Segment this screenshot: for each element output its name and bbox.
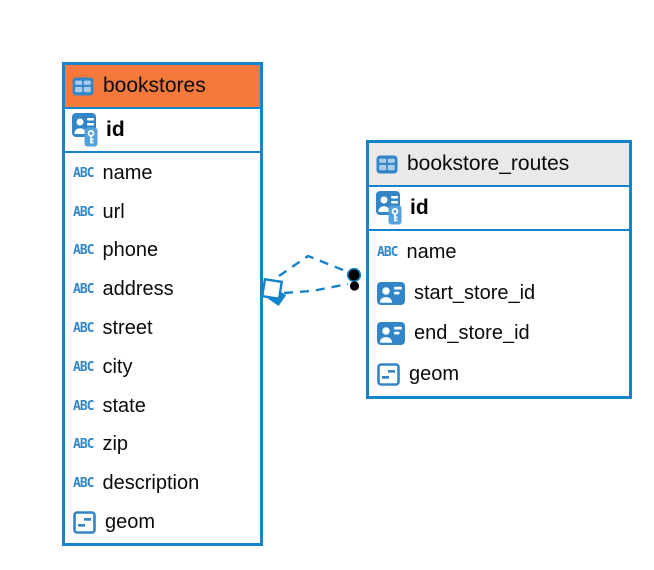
text-type-icon: ABC <box>73 437 95 453</box>
column-name: url <box>102 200 125 223</box>
column-row-start-store-id[interactable]: start_store_id <box>369 273 629 314</box>
column-name: name <box>102 161 153 184</box>
reference-type-icon <box>377 322 405 346</box>
text-type-icon: ABC <box>73 398 95 415</box>
text-type-icon: ABC <box>73 320 95 337</box>
relationship-target-marker[interactable] <box>346 267 362 291</box>
column-name: geom <box>105 511 156 534</box>
table-title: bookstore_routes <box>407 152 570 175</box>
column-name: name <box>406 240 457 263</box>
column-row-phone[interactable]: ABC phone <box>65 232 260 271</box>
table-icon <box>72 77 94 96</box>
table-node-bookstore-routes[interactable]: bookstore_routes id <box>366 140 632 399</box>
geometry-type-icon <box>377 363 400 386</box>
column-row-description[interactable]: ABC description <box>65 464 260 503</box>
text-type-icon: ABC <box>377 244 399 261</box>
relationship-line-1[interactable] <box>278 254 349 277</box>
text-type-icon: ABC <box>73 281 95 298</box>
primary-key-row[interactable]: id <box>65 109 260 153</box>
column-name: description <box>102 472 200 495</box>
primary-key-name: id <box>410 196 429 219</box>
primary-key-icon <box>376 191 402 225</box>
relationship-source-marker[interactable] <box>260 277 287 307</box>
column-row-url[interactable]: ABC url <box>65 193 260 232</box>
text-type-icon: ABC <box>73 165 95 182</box>
text-type-icon: ABC <box>73 243 95 259</box>
primary-key-row[interactable]: id <box>369 187 629 231</box>
column-row-geom[interactable]: geom <box>369 354 629 395</box>
column-name: street <box>102 317 153 340</box>
column-row-street[interactable]: ABC street <box>65 309 260 348</box>
column-row-address[interactable]: ABC address <box>65 270 260 309</box>
column-name: city <box>102 355 133 378</box>
table-node-bookstores[interactable]: bookstores id A <box>62 62 263 546</box>
primary-key-name: id <box>106 118 125 141</box>
column-name: end_store_id <box>414 322 530 345</box>
text-type-icon: ABC <box>73 475 95 492</box>
column-row-name[interactable]: ABC name <box>65 154 260 193</box>
table-icon <box>376 155 398 174</box>
text-type-icon: ABC <box>73 359 95 376</box>
text-type-icon: ABC <box>73 204 95 221</box>
column-row-end-store-id[interactable]: end_store_id <box>369 314 629 355</box>
table-title: bookstores <box>103 74 206 97</box>
column-row-zip[interactable]: ABC zip <box>65 426 260 465</box>
column-list: ABC name ABC url ABC phone ABC address A… <box>65 153 260 543</box>
column-row-city[interactable]: ABC city <box>65 348 260 387</box>
column-name: geom <box>409 363 460 386</box>
primary-key-icon <box>72 113 98 147</box>
relationship-line-2[interactable] <box>283 282 349 295</box>
column-name: start_store_id <box>414 281 536 304</box>
column-row-geom[interactable]: geom <box>65 503 260 542</box>
table-header-bookstore-routes[interactable]: bookstore_routes <box>369 143 629 187</box>
column-list: ABC name start_store_id <box>369 231 629 396</box>
column-name: zip <box>102 433 129 456</box>
column-name: address <box>102 278 174 301</box>
column-row-state[interactable]: ABC state <box>65 387 260 426</box>
column-name: phone <box>102 239 159 262</box>
geometry-type-icon <box>73 511 96 534</box>
column-name: state <box>102 394 146 417</box>
table-header-bookstores[interactable]: bookstores <box>65 65 260 109</box>
reference-type-icon <box>377 281 405 305</box>
column-row-name[interactable]: ABC name <box>369 232 629 273</box>
